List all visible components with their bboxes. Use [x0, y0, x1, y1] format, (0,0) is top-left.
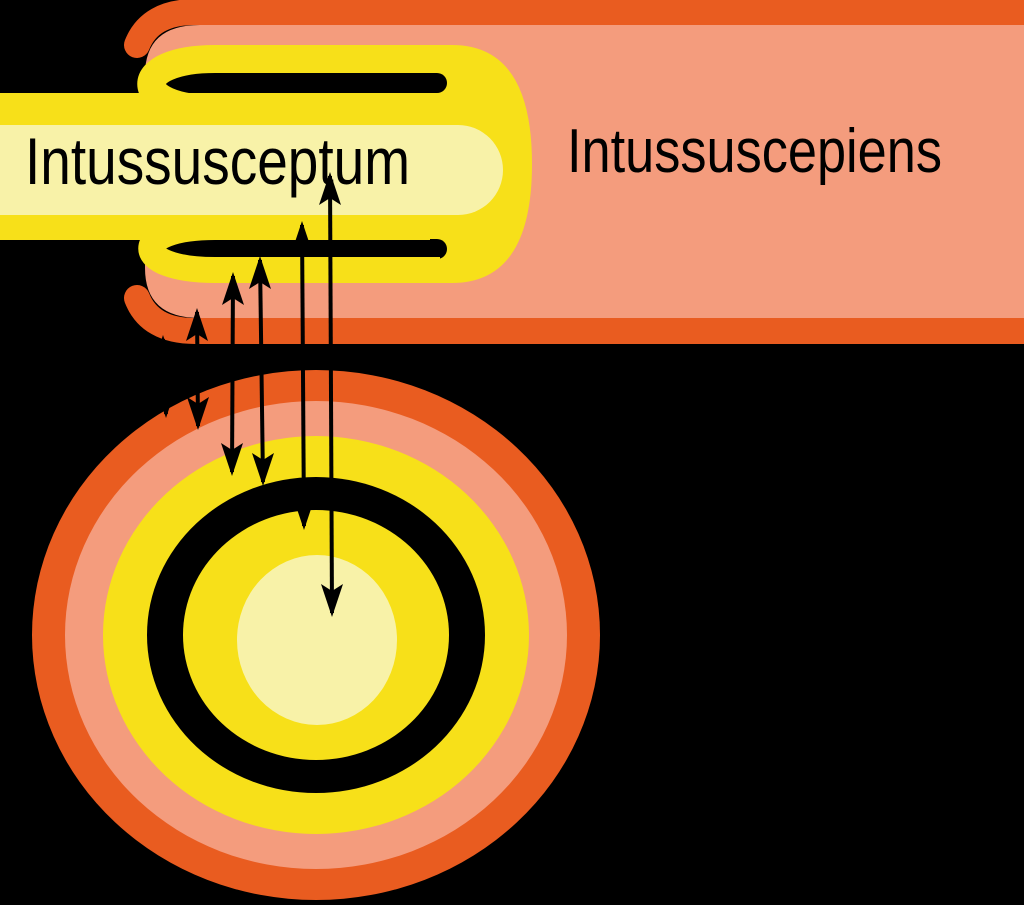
arrowhead-down-icon [187, 397, 209, 430]
arrow-intussusceptum-wall [291, 221, 315, 530]
arrow-intussuscepiens-outer-serosa [152, 335, 177, 418]
arrowhead-down-icon [252, 453, 274, 486]
arrow-shaft [258, 259, 265, 483]
arrowhead-up-icon [152, 335, 174, 368]
arrows-layer [152, 172, 343, 617]
arrowhead-down-icon [321, 584, 343, 617]
arrowhead-up-icon [319, 172, 341, 205]
arrow-folded-mucosa [221, 272, 244, 476]
label-intussuscepiens: Intussuscepiens [567, 117, 942, 186]
serosa-band-top [124, 0, 1024, 58]
arrowhead-down-icon [293, 497, 315, 530]
arrowhead-up-icon [222, 272, 244, 305]
arrowhead-up-icon [186, 308, 208, 341]
cross-section [32, 370, 600, 900]
ring-intussusceptum-lumen [237, 555, 397, 725]
arrow-shaft [328, 175, 334, 614]
arrow-intussuscepiens-wall [186, 308, 209, 430]
arrowhead-down-icon [221, 443, 243, 476]
longitudinal-section: Intussusceptum Intussuscepiens [0, 0, 1024, 344]
arrow-shaft [300, 224, 306, 527]
arrow-intussusceptum-lumen [319, 172, 343, 617]
label-intussusceptum: Intussusceptum [25, 124, 410, 198]
arrowhead-up-icon [249, 256, 271, 289]
arrow-shaft [230, 275, 235, 473]
arrow-lumen-gap [249, 256, 274, 486]
arrowhead-down-icon [155, 385, 177, 418]
arrowhead-up-icon [291, 221, 313, 254]
